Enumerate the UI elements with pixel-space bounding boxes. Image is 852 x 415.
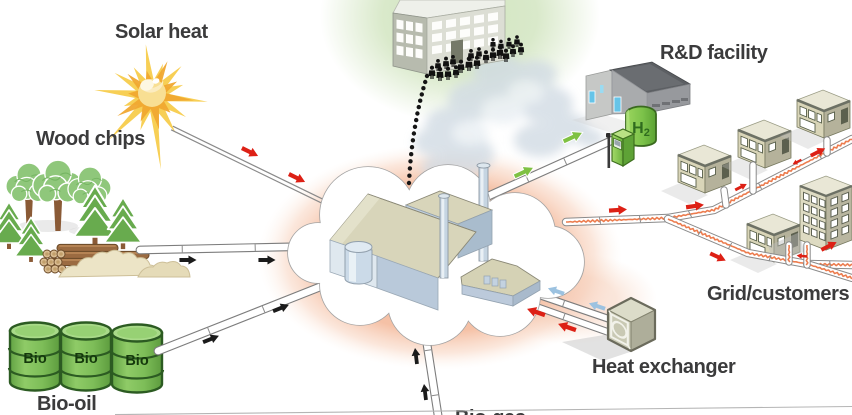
svg-text:R&D facility: R&D facility: [660, 42, 769, 64]
svg-text:Solar heat: Solar heat: [115, 21, 208, 43]
svg-text:Bio: Bio: [125, 353, 149, 369]
svg-text:Bio: Bio: [74, 351, 98, 367]
svg-text:Bio-oil: Bio-oil: [37, 393, 96, 415]
svg-text:Heat exchanger: Heat exchanger: [592, 356, 736, 378]
svg-text:Bio: Bio: [23, 351, 47, 367]
svg-text:Grid/customers: Grid/customers: [707, 283, 849, 305]
svg-text:Wood chips: Wood chips: [36, 128, 145, 150]
